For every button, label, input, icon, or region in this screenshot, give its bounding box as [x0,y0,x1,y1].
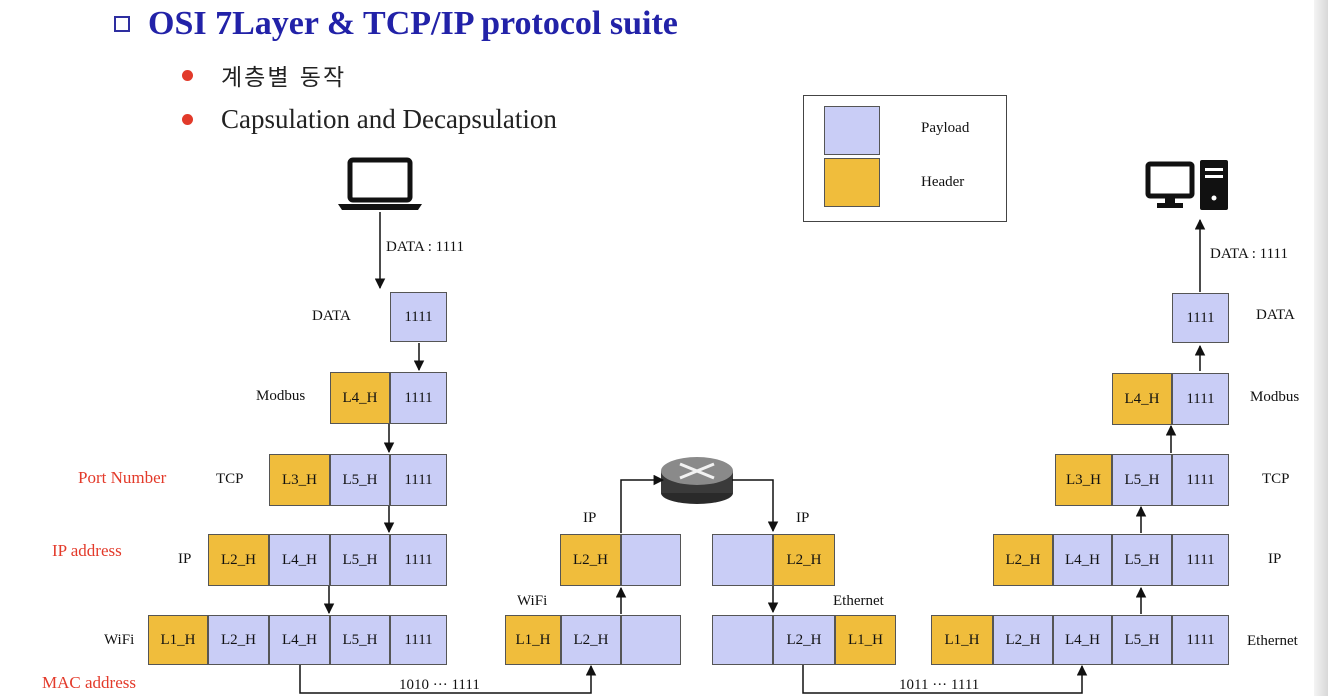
packet-cell-payload: L4_H [1053,615,1112,665]
legend-header-swatch [824,158,880,207]
bullet-item: Capsulation and Decapsulation [182,102,557,136]
layer-label-ip: IP [1268,551,1282,567]
packet-cell-payload: 1111 [1172,534,1229,586]
packet-cell-payload: L5_H [330,615,390,665]
packet-cell-payload: L5_H [1112,615,1172,665]
desktop-computer-icon [1145,160,1228,210]
layer-label-data: DATA [312,308,351,324]
router-right-ip-label: IP [796,510,810,526]
laptop-icon [338,157,422,210]
sender-data-arrow-label: DATA : 1111 [386,239,464,255]
packet-cell-payload: 1111 [1172,293,1229,343]
packet-cell-header: L3_H [269,454,330,506]
packet-cell-payload: 1111 [390,534,447,586]
router-left-ip-label: IP [583,510,597,526]
layer-label-ip: IP [178,551,192,567]
packet-cell-payload: L2_H [773,615,835,665]
layer-label-modbus: Modbus [256,388,306,404]
packet-cell-header: L1_H [835,615,896,665]
packet-cell-payload: 1111 [1172,373,1229,425]
packet-cell-payload: L5_H [1112,454,1172,506]
port-number-annotation: Port Number [78,468,167,487]
legend-header-label: Header [921,174,965,190]
layer-label-modbus: Modbus [1250,389,1300,405]
packet-cell-payload: L5_H [330,454,390,506]
bullet-text: 계층별 동작 [221,65,347,91]
packet-cell-payload [621,534,681,586]
slide-title: OSI 7Layer & TCP/IP protocol suite [114,4,678,44]
layer-label-wifi: WiFi [104,632,135,648]
packet-cell-payload: 1111 [390,372,447,424]
packet-cell-payload: L4_H [269,534,330,586]
packet-cell-header: L2_H [560,534,621,586]
legend-payload-swatch [824,106,880,155]
mac-address-annotation: MAC address [42,673,136,692]
layer-label-tcp: TCP [1262,471,1290,487]
packet-cell-payload: 1111 [1172,454,1229,506]
receiver-data-arrow-label: DATA : 1111 [1210,246,1288,262]
bullet-text: Capsulation and Decapsulation [221,103,557,134]
bullet-dot [182,69,193,81]
packet-cell-header: L1_H [148,615,208,665]
legend: Payload Header [803,95,1007,222]
router-right-link-label: Ethernet [833,593,884,609]
packet-cell-payload: L4_H [1053,534,1112,586]
packet-cell-payload: 1111 [390,454,447,506]
packet-cell-payload [712,534,773,586]
layer-label-tcp: TCP [216,471,244,487]
packet-cell-payload: L2_H [208,615,269,665]
packet-cell-payload: L2_H [993,615,1053,665]
ip-address-annotation: IP address [52,541,122,560]
packet-cell-payload: L5_H [330,534,390,586]
packet-cell-payload [712,615,773,665]
router-icon [661,457,733,504]
router-left-link-label: WiFi [517,593,548,609]
packet-cell-payload [621,615,681,665]
packet-cell-payload: 1111 [390,292,447,342]
layer-label-ethernet: Ethernet [1247,633,1298,649]
packet-cell-header: L2_H [993,534,1053,586]
right-edge-shadow [1314,0,1328,696]
packet-cell-header: L3_H [1055,454,1112,506]
packet-cell-header: L2_H [208,534,269,586]
title-square-bullet [114,16,130,32]
packet-cell-payload: 1111 [1172,615,1229,665]
packet-cell-payload: L2_H [561,615,621,665]
link-bits-left: 1010 ··· 1111 [399,677,480,693]
packet-cell-header: L1_H [505,615,561,665]
packet-cell-header: L4_H [330,372,390,424]
bullet-item: 계층별 동작 [182,60,347,91]
packet-cell-header: L1_H [931,615,993,665]
packet-cell-payload: L5_H [1112,534,1172,586]
link-bits-right: 1011 ··· 1111 [899,677,980,693]
packet-cell-header: L2_H [773,534,835,586]
packet-cell-payload: L4_H [269,615,330,665]
legend-payload-label: Payload [921,120,970,136]
bullet-dot [182,113,193,125]
packet-cell-payload: 1111 [390,615,447,665]
page-title: OSI 7Layer & TCP/IP protocol suite [148,5,678,42]
layer-label-data: DATA [1256,307,1295,323]
packet-cell-header: L4_H [1112,373,1172,425]
